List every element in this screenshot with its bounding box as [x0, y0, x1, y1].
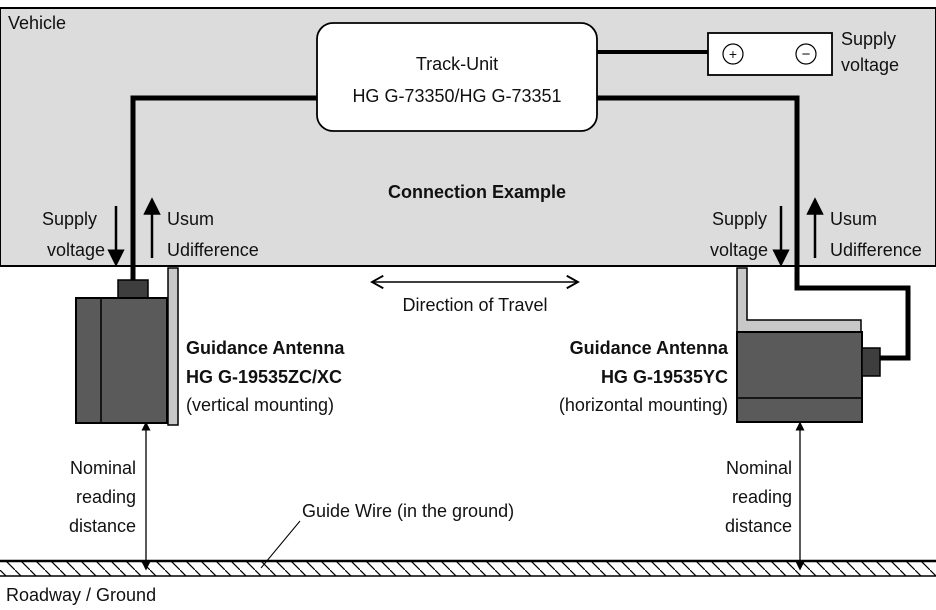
right-distance-line2: reading	[732, 487, 792, 507]
right-distance-line1: Nominal	[726, 458, 792, 478]
ground-hatch	[0, 561, 936, 576]
minus-terminal-icon	[795, 43, 817, 65]
left-antenna-mounting: (vertical mounting)	[186, 395, 334, 415]
roadway-label: Roadway / Ground	[6, 585, 156, 605]
right-udiff-label: Udifference	[830, 240, 922, 260]
left-distance-line1: Nominal	[70, 458, 136, 478]
left-udiff-label: Udifference	[167, 240, 259, 260]
left-antenna-body	[75, 297, 168, 424]
right-antenna-body	[736, 331, 863, 423]
left-supply-line1: Supply	[42, 209, 97, 229]
left-antenna-model: HG G-19535ZC/XC	[186, 367, 342, 387]
left-distance-line2: reading	[76, 487, 136, 507]
right-supply-line2: voltage	[710, 240, 768, 260]
right-supply-line1: Supply	[712, 209, 767, 229]
track-unit-line2: HG G-73350/HG G-73351	[352, 86, 561, 106]
track-unit-line1: Track-Unit	[416, 54, 498, 74]
right-antenna-mounting: (horizontal mounting)	[559, 395, 728, 415]
guide-wire-label: Guide Wire (in the ground)	[302, 501, 514, 521]
plus-terminal-icon	[722, 43, 744, 65]
left-mounting-bracket	[167, 267, 179, 426]
supply-label-line1: Supply	[841, 29, 896, 49]
plus-symbol: +	[729, 46, 737, 62]
left-antenna-connector	[117, 279, 149, 299]
track-unit-box	[316, 22, 598, 132]
direction-label: Direction of Travel	[402, 295, 547, 315]
right-antenna-model: HG G-19535YC	[601, 367, 728, 387]
cable-left	[130, 95, 318, 290]
connection-title: Connection Example	[388, 182, 566, 202]
left-distance-line3: distance	[69, 516, 136, 536]
right-usum-label: Usum	[830, 209, 877, 229]
supply-label-line2: voltage	[841, 55, 899, 75]
minus-symbol: −	[802, 46, 811, 63]
vehicle-label: Vehicle	[8, 13, 66, 33]
left-usum-label: Usum	[167, 209, 214, 229]
left-supply-line2: voltage	[47, 240, 105, 260]
left-antenna-title: Guidance Antenna	[186, 338, 345, 358]
cable-right	[597, 95, 911, 361]
right-antenna-title: Guidance Antenna	[570, 338, 729, 358]
right-distance-line3: distance	[725, 516, 792, 536]
right-antenna-connector	[861, 347, 881, 377]
